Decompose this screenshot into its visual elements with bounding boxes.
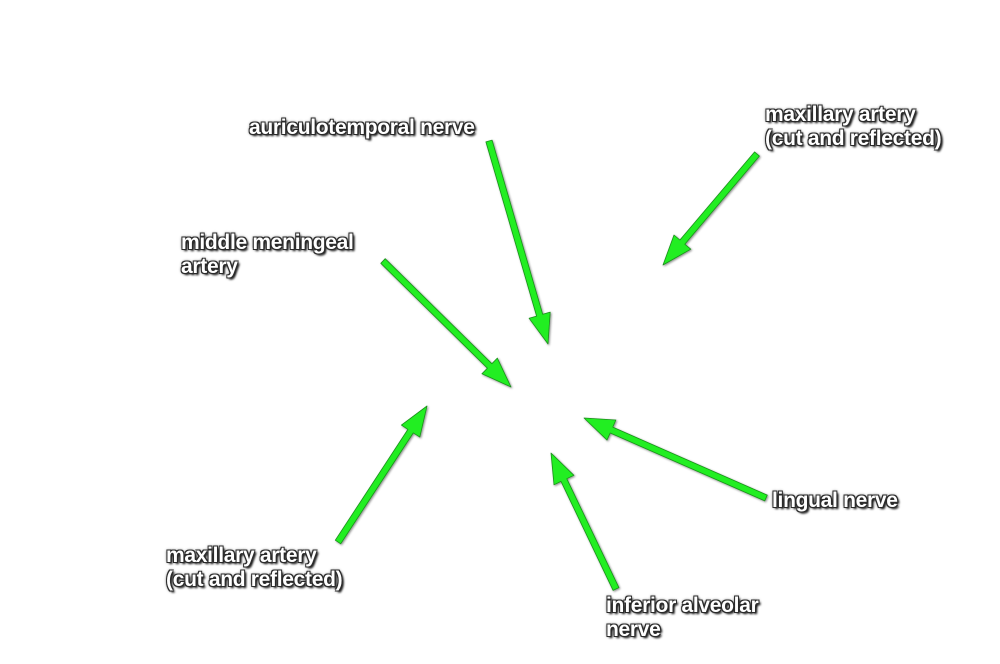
label-line: nerve — [606, 618, 661, 641]
label-line: artery — [181, 255, 238, 278]
label-inferior-alveolar-nerve: inferior alveolar nerve — [606, 594, 759, 642]
arrow-inferior-alveolar-nerve — [550, 452, 620, 591]
label-line: maxillary artery — [166, 544, 317, 567]
label-middle-meningeal-artery: middle meningeal artery — [181, 231, 354, 279]
arrow-maxillary-artery-lower — [334, 405, 428, 545]
arrow-maxillary-artery-upper — [662, 151, 760, 266]
label-line: (cut and reflected) — [166, 568, 343, 591]
label-maxillary-artery-upper: maxillary artery (cut and reflected) — [765, 103, 942, 151]
label-auriculotemporal-nerve: auriculotemporal nerve — [249, 116, 475, 140]
label-line: (cut and reflected) — [765, 127, 942, 150]
label-line: lingual nerve — [772, 489, 898, 512]
label-maxillary-artery-lower: maxillary artery (cut and reflected) — [166, 544, 343, 592]
label-lingual-nerve: lingual nerve — [772, 489, 898, 513]
label-line: middle meningeal — [181, 231, 354, 254]
label-line: inferior alveolar — [606, 594, 759, 617]
arrow-lingual-nerve — [583, 417, 768, 502]
arrow-auriculotemporal-nerve — [485, 139, 551, 345]
label-line: auriculotemporal nerve — [249, 116, 475, 139]
label-line: maxillary artery — [765, 103, 916, 126]
arrow-middle-meningeal-artery — [380, 258, 512, 388]
